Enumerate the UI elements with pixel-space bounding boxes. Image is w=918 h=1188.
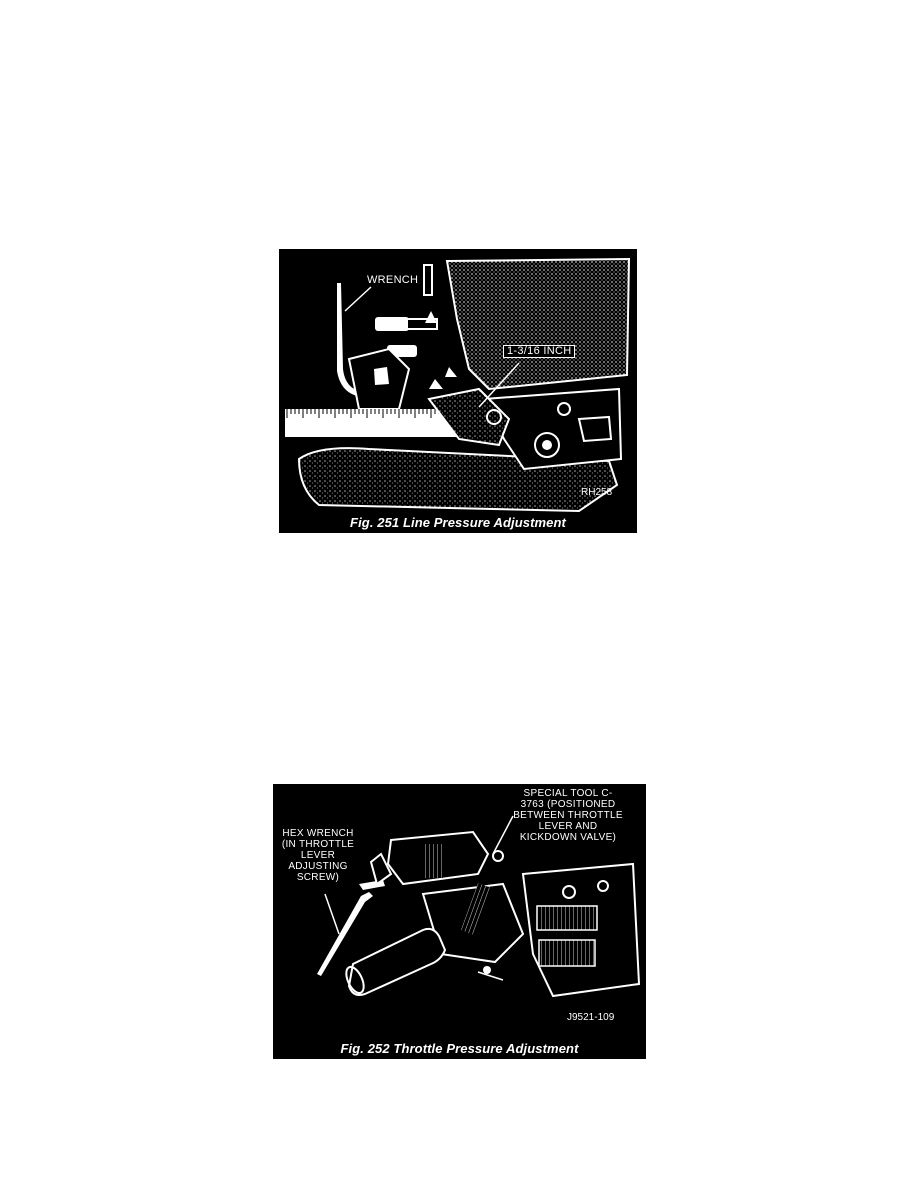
dimension-label: 1-3/16 INCH	[503, 345, 576, 358]
figure-caption: Fig. 251 Line Pressure Adjustment	[350, 515, 566, 530]
special-tool-label: SPECIAL TOOL C-3763 (POSITIONED BETWEEN …	[513, 788, 623, 843]
wrench-label: WRENCH	[367, 274, 419, 286]
figure-line-pressure-adjustment: WRENCH 1-3/16 INCH RH258 Fig. 251 Line P…	[279, 249, 637, 533]
figure-throttle-pressure-adjustment: HEX WRENCH (IN THROTTLE LEVER ADJUSTING …	[273, 784, 646, 1059]
figure-code: J9521-109	[567, 1012, 615, 1023]
figure-code: RH258	[581, 487, 613, 498]
hex-wrench-label: HEX WRENCH (IN THROTTLE LEVER ADJUSTING …	[281, 828, 355, 883]
figure-caption: Fig. 252 Throttle Pressure Adjustment	[340, 1041, 579, 1056]
line-pressure-illustration	[285, 257, 631, 513]
throttle-pressure-illustration	[313, 815, 641, 998]
